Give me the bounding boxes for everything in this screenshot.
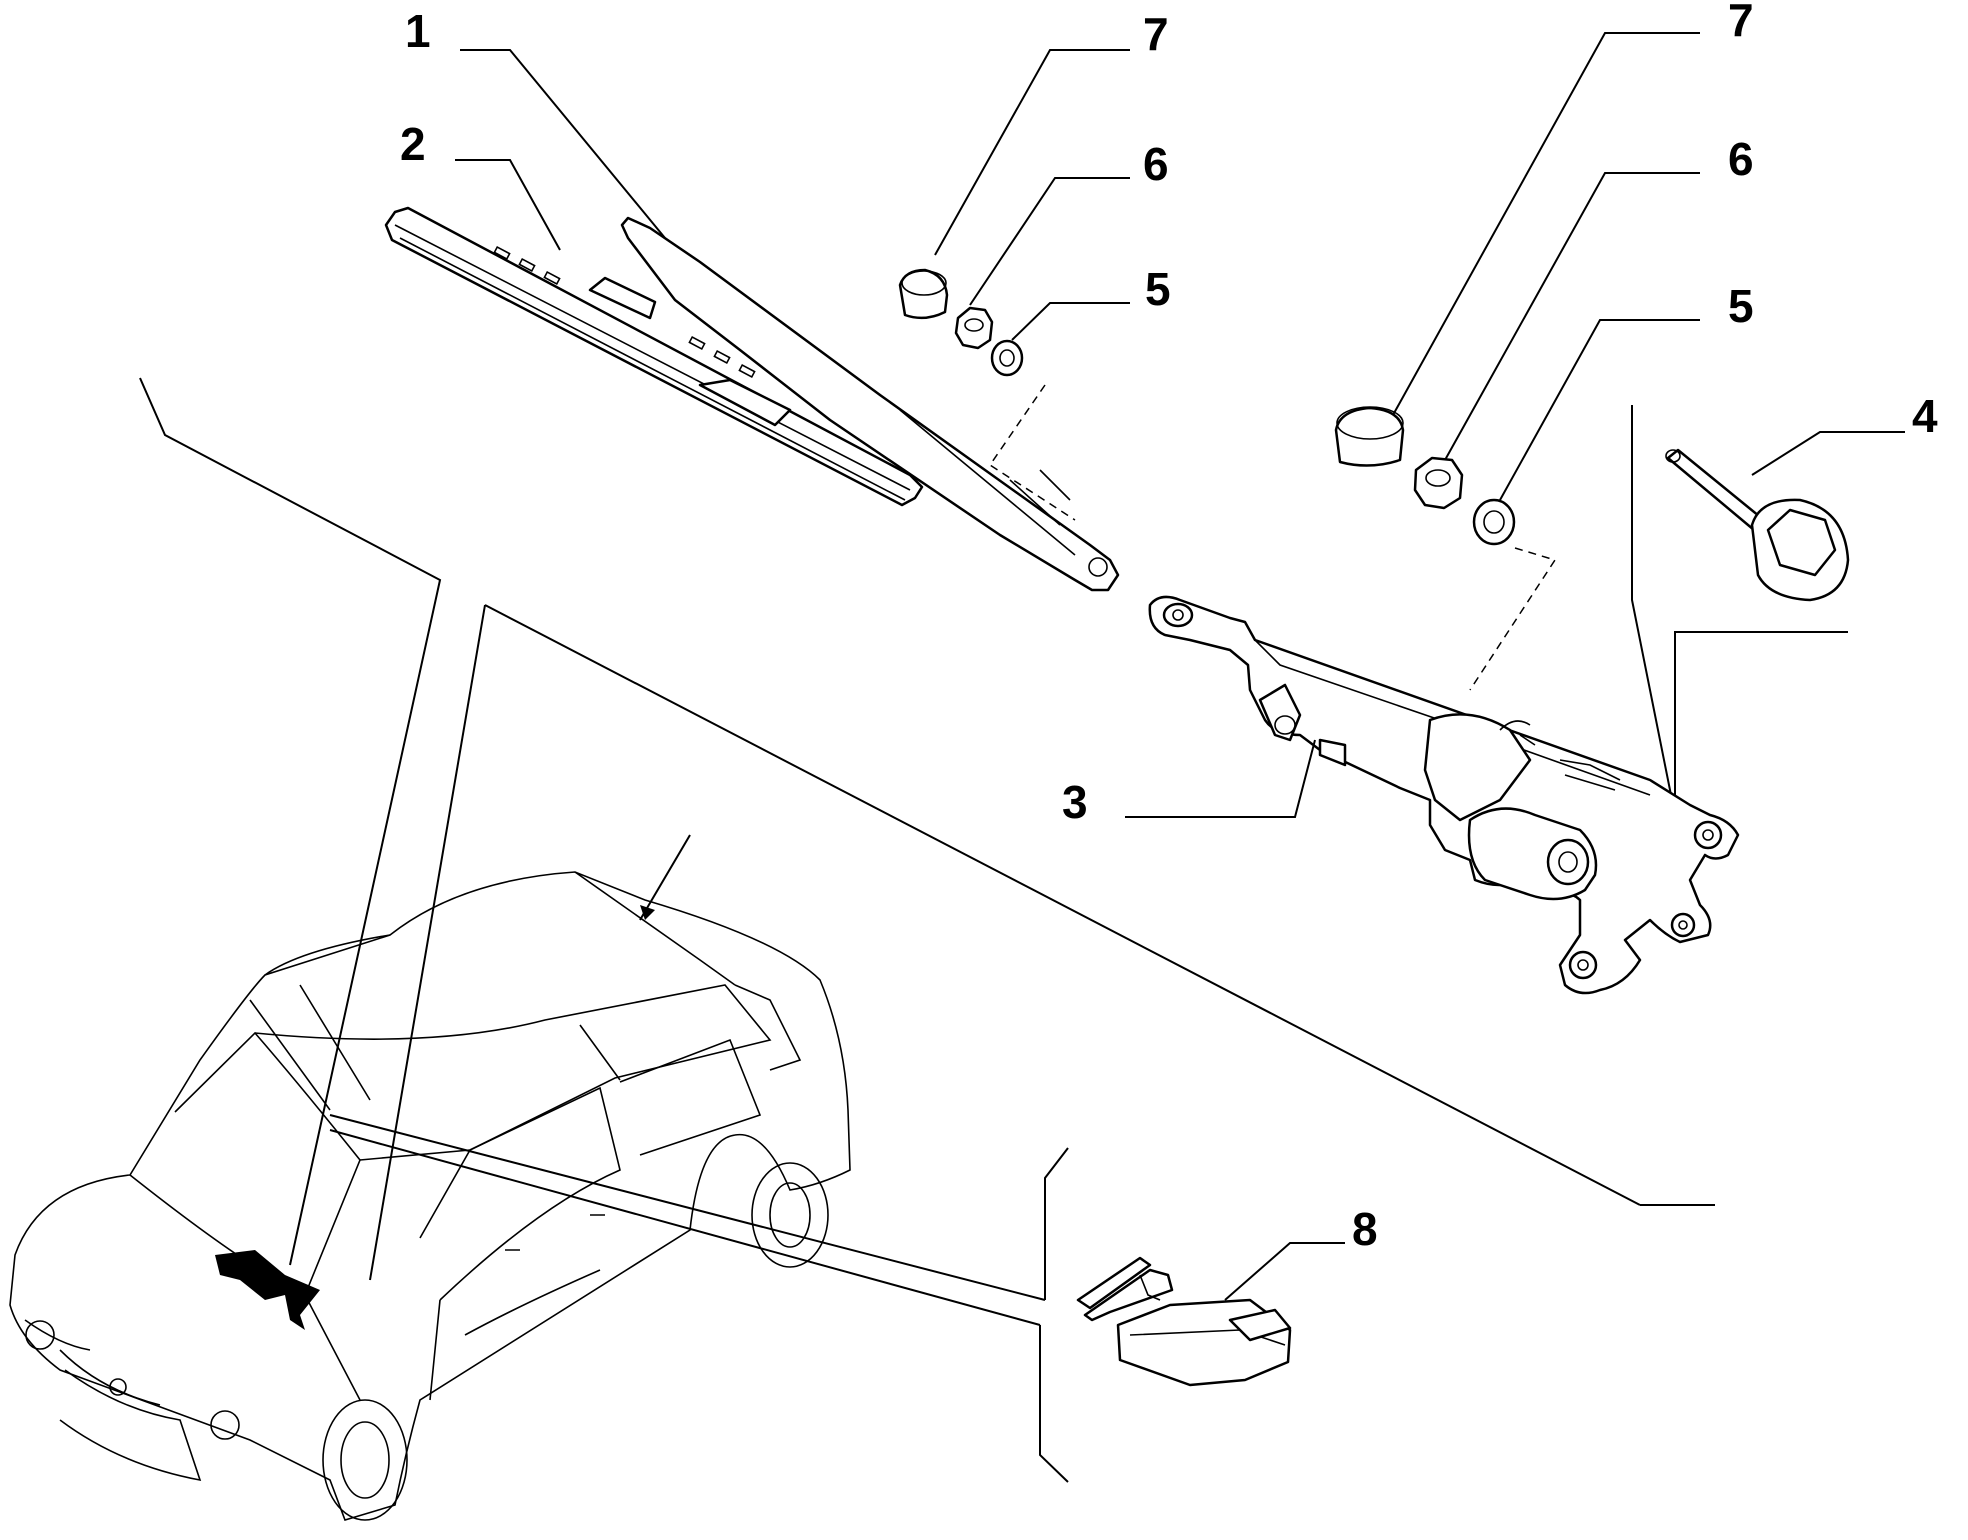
bracket bbox=[1076, 1256, 1292, 1387]
alignment-lines bbox=[988, 384, 1557, 691]
cap-large bbox=[1334, 406, 1405, 467]
callout-8: 8 bbox=[1352, 1203, 1378, 1255]
callout-7-left: 7 bbox=[1143, 8, 1169, 60]
cap-small bbox=[898, 268, 949, 320]
washer-large bbox=[1472, 498, 1516, 546]
callout-7-right: 7 bbox=[1728, 0, 1754, 46]
wiper-blade bbox=[384, 206, 924, 507]
callout-2: 2 bbox=[400, 118, 426, 170]
callout-5-left: 5 bbox=[1145, 263, 1171, 315]
perspective-guide-lines bbox=[139, 377, 1848, 1483]
nut-large bbox=[1413, 456, 1464, 510]
callout-1: 1 bbox=[405, 5, 431, 57]
callout-6-right: 6 bbox=[1728, 133, 1754, 185]
nut-small bbox=[954, 306, 994, 350]
flange-bolt bbox=[1665, 448, 1850, 602]
car-illustration bbox=[9, 834, 851, 1521]
callout-6-left: 6 bbox=[1143, 138, 1169, 190]
wiper-linkage-motor bbox=[1148, 595, 1740, 995]
callout-4: 4 bbox=[1912, 390, 1938, 442]
leader-lines bbox=[455, 32, 1905, 1301]
washer-small bbox=[990, 339, 1024, 377]
callout-3: 3 bbox=[1062, 776, 1088, 828]
wiper-arm bbox=[620, 216, 1120, 592]
callout-5-right: 5 bbox=[1728, 280, 1754, 332]
callout-labels: 1 2 3 4 5 5 6 6 7 7 8 bbox=[400, 0, 1938, 1255]
